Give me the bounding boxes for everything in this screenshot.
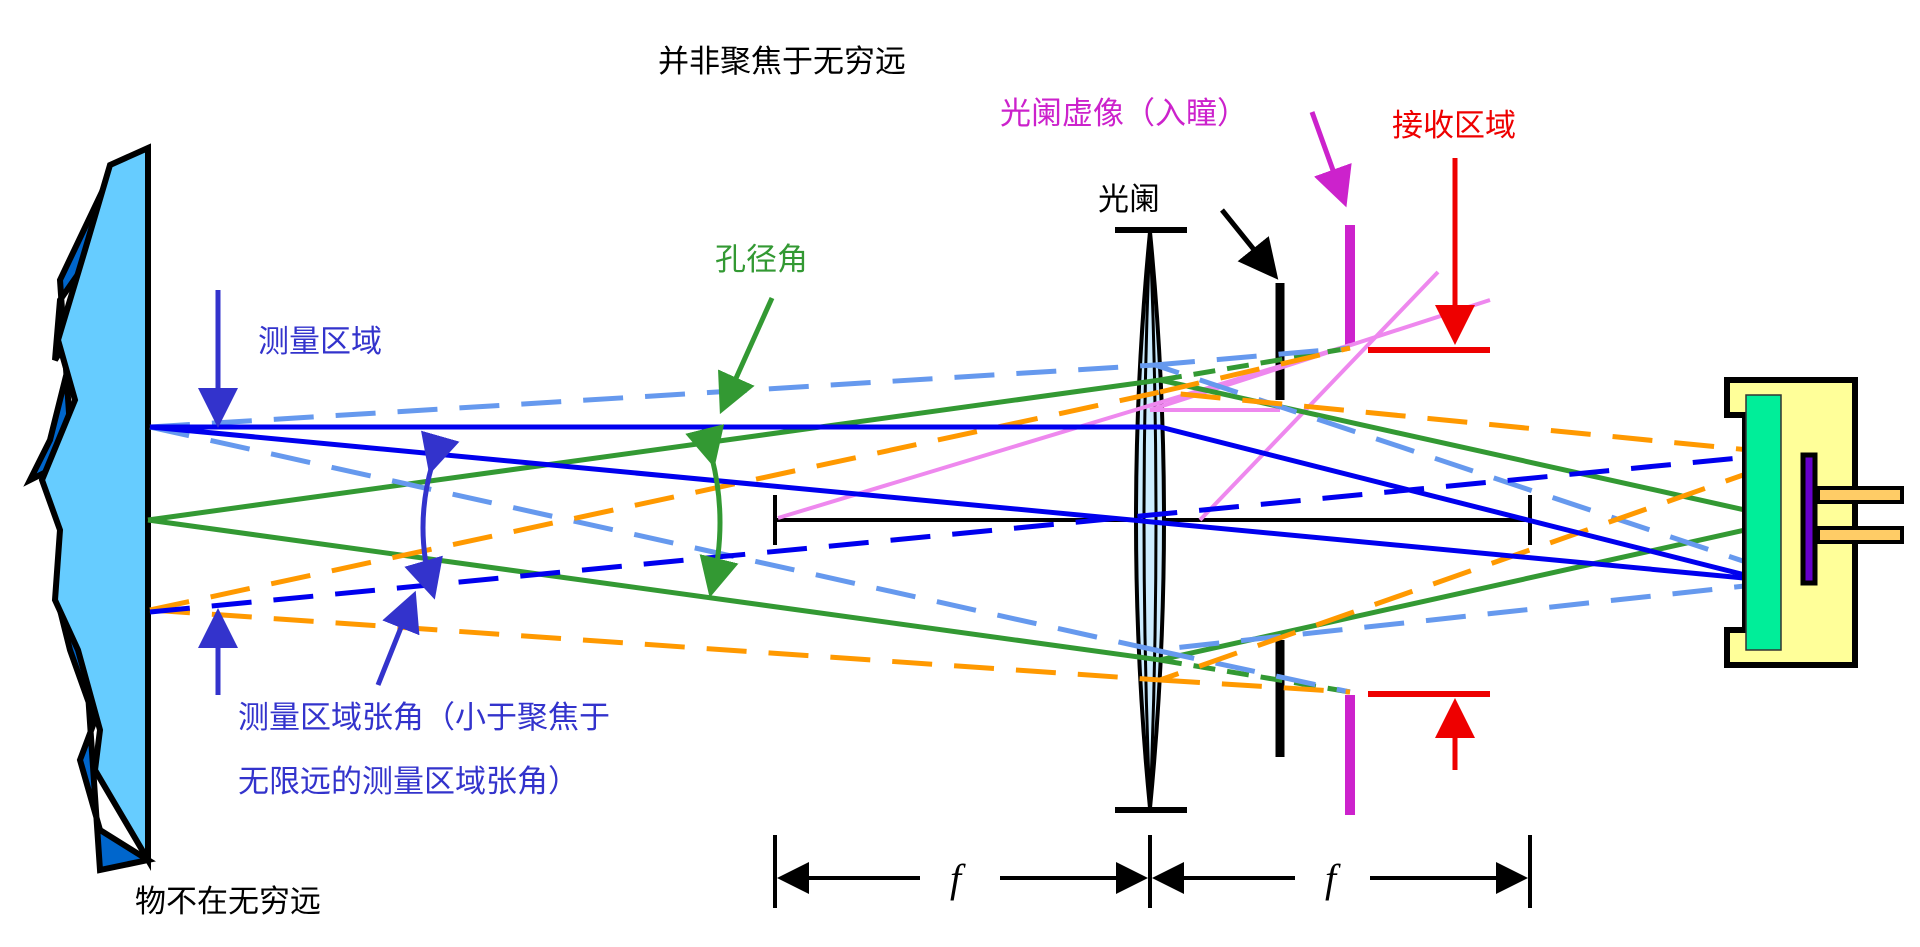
object-surface <box>23 143 156 874</box>
receive-area-label: 接收区域 <box>1392 108 1516 144</box>
aperture-angle-arc <box>685 424 739 598</box>
pink-rays <box>777 270 1491 522</box>
measure-angle-arc <box>404 430 460 600</box>
focal-length-label-2: f <box>1325 856 1341 901</box>
light-blue-rays <box>149 345 1801 695</box>
detector <box>1724 377 1904 668</box>
stop-pointer <box>1220 208 1279 280</box>
title-not-focused-infinity: 并非聚焦于无穷远 <box>658 44 906 80</box>
measure-angle-label-line1: 测量区域张角（小于聚焦于 <box>238 700 610 736</box>
measure-angle-label-line2: 无限远的测量区域张角） <box>238 764 579 800</box>
object-label: 物不在无穷远 <box>135 884 321 920</box>
focal-dimensions <box>773 835 1532 908</box>
measure-angle-pointer <box>375 590 420 686</box>
stop-image-pointer <box>1309 111 1352 208</box>
measure-area-label: 测量区域 <box>258 324 382 360</box>
focal-length-label-1: f <box>950 856 966 901</box>
stop-label: 光阑 <box>1098 182 1160 218</box>
stop-image-label: 光阑虚像（入瞳） <box>1000 96 1248 132</box>
receive-area-markers <box>1368 158 1490 770</box>
orange-rays <box>149 345 1801 695</box>
aperture-angle-label: 孔径角 <box>715 242 808 278</box>
aperture-angle-pointer <box>718 296 775 415</box>
rays <box>147 270 1801 695</box>
